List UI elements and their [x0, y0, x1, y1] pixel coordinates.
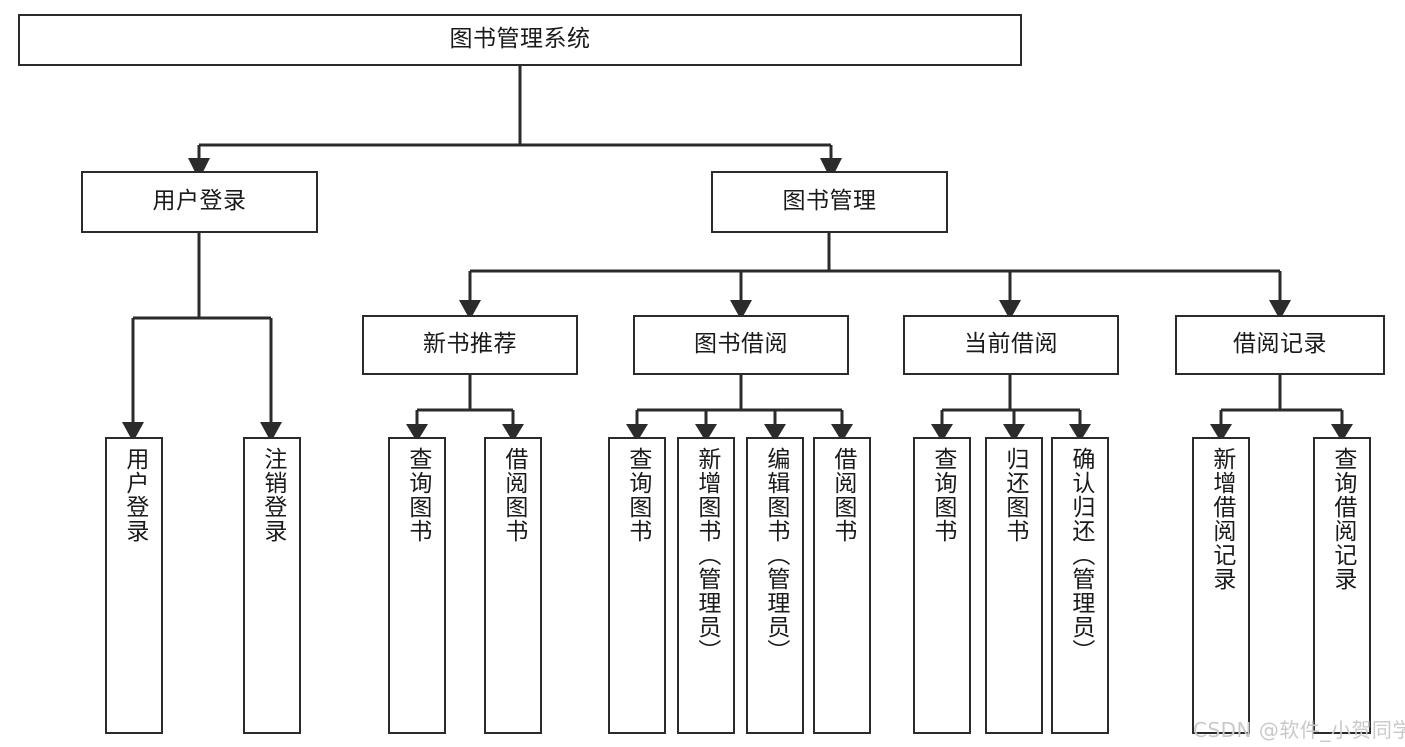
- node-leaf-edit-book[interactable]: 编辑图书（管理员）: [746, 437, 804, 734]
- node-new-book-rec-label: 新书推荐: [423, 331, 517, 358]
- node-book-manage[interactable]: 图书管理: [711, 171, 948, 233]
- node-user-login-label: 用户登录: [152, 188, 247, 215]
- node-leaf-logout[interactable]: 注销登录: [243, 437, 301, 734]
- node-book-manage-label: 图书管理: [782, 188, 877, 215]
- node-user-login[interactable]: 用户登录: [81, 171, 318, 233]
- node-leaf-confirm-return[interactable]: 确认归还（管理员）: [1051, 437, 1109, 734]
- node-current-borrow-label: 当前借阅: [964, 331, 1058, 358]
- node-leaf-query-book-borrow[interactable]: 查询图书: [608, 437, 666, 734]
- node-leaf-return-book[interactable]: 归还图书: [985, 437, 1043, 734]
- node-leaf-logout-label: 注销登录: [259, 447, 286, 543]
- node-borrow-record[interactable]: 借阅记录: [1175, 315, 1385, 375]
- node-book-borrow[interactable]: 图书借阅: [633, 315, 849, 375]
- node-current-borrow[interactable]: 当前借阅: [903, 315, 1119, 375]
- node-leaf-query-book-borrow-label: 查询图书: [624, 447, 651, 543]
- node-leaf-edit-book-label: 编辑图书（管理员）: [762, 447, 789, 663]
- node-leaf-borrow-book-rec-label: 借阅图书: [500, 447, 527, 543]
- node-leaf-add-record[interactable]: 新增借阅记录: [1192, 437, 1250, 734]
- node-leaf-add-book[interactable]: 新增图书（管理员）: [677, 437, 735, 734]
- node-leaf-query-book-rec-label: 查询图书: [404, 447, 431, 543]
- csdn-watermark: CSDN @软件_小贺同学: [1193, 718, 1405, 742]
- node-leaf-confirm-return-label: 确认归还（管理员）: [1067, 447, 1094, 663]
- node-leaf-query-record[interactable]: 查询借阅记录: [1313, 437, 1371, 734]
- node-leaf-query-book-cur-label: 查询图书: [929, 447, 956, 543]
- node-leaf-borrow-book[interactable]: 借阅图书: [813, 437, 871, 734]
- node-leaf-add-record-label: 新增借阅记录: [1208, 447, 1235, 591]
- node-root-label: 图书管理系统: [449, 26, 591, 53]
- node-leaf-query-book-rec[interactable]: 查询图书: [388, 437, 446, 734]
- node-borrow-record-label: 借阅记录: [1233, 331, 1327, 358]
- node-leaf-query-record-label: 查询借阅记录: [1329, 447, 1356, 591]
- node-book-borrow-label: 图书借阅: [694, 331, 788, 358]
- node-leaf-add-book-label: 新增图书（管理员）: [693, 447, 720, 663]
- node-leaf-borrow-book-rec[interactable]: 借阅图书: [484, 437, 542, 734]
- node-new-book-rec[interactable]: 新书推荐: [362, 315, 578, 375]
- node-leaf-return-book-label: 归还图书: [1001, 447, 1028, 543]
- node-leaf-user-login-label: 用户登录: [121, 447, 148, 543]
- node-leaf-borrow-book-label: 借阅图书: [829, 447, 856, 543]
- node-root[interactable]: 图书管理系统: [18, 14, 1022, 66]
- node-leaf-user-login[interactable]: 用户登录: [105, 437, 163, 734]
- node-leaf-query-book-cur[interactable]: 查询图书: [913, 437, 971, 734]
